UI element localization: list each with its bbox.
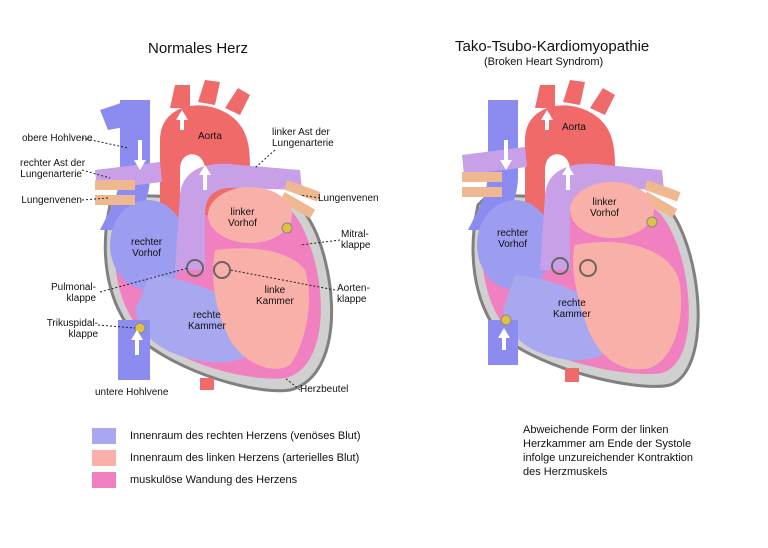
aortic-valve-left — [213, 261, 231, 279]
flow-arrows-right — [498, 110, 574, 350]
label-lungenvenen-left: Lungenvenen — [21, 195, 82, 206]
tako-tsubo-note: Abweichende Form der linken Herzkammer a… — [523, 424, 694, 478]
legend-row-venous: Innenraum des rechten Herzens (venöses B… — [92, 428, 361, 444]
label-aorta-left: Aorta — [198, 131, 222, 142]
superior-vena-cava-left — [100, 100, 150, 230]
pulmonary-valve-left — [186, 259, 204, 277]
svc-branch-left — [100, 100, 135, 130]
label-aortenklappe: Aorten-klappe — [337, 283, 370, 305]
tricuspid-valve-right — [500, 314, 512, 326]
label-pulmonalklappe: Pulmonal-klappe — [50, 282, 96, 304]
leader-lines-left — [81, 137, 341, 391]
left-atrium-right — [570, 182, 654, 238]
right-title: Tako-Tsubo-Kardiomyopathie — [455, 38, 650, 55]
descending-aorta-left — [200, 378, 214, 390]
mitral-valve-right — [646, 216, 658, 228]
label-aorta-right: Aorta — [562, 122, 586, 133]
lung-veins-right-a — [462, 172, 502, 182]
right-ventricle-right — [503, 275, 616, 361]
label-obere-hohlvene: obere Hohlvene — [22, 133, 93, 144]
aortic-valve-right — [579, 259, 597, 277]
lung-veins-right-c — [644, 180, 681, 202]
pulmonary-artery-left — [175, 163, 302, 270]
legend-swatch-venous — [92, 428, 116, 444]
label-trikuspidalklappe: Trikuspidal-klappe — [46, 318, 98, 340]
right-atrium-left — [110, 200, 186, 290]
lung-veins-right-1 — [284, 180, 321, 202]
left-ventricle-left — [213, 248, 310, 369]
lung-veins-right-d — [641, 191, 678, 218]
lung-veins-right-2 — [279, 192, 316, 219]
tako-tsubo-heart — [462, 80, 700, 388]
mitral-valve-left — [281, 222, 293, 234]
pulmonary-artery-right — [540, 163, 664, 270]
aorta-branches-right — [535, 80, 615, 115]
flow-arrows-left — [131, 110, 211, 355]
legend-row-muscle: muskulöse Wandung des Herzens — [92, 472, 297, 488]
label-untere-hohlvene: untere Hohlvene — [95, 387, 169, 398]
label-lungenvenen-right: Lungenvenen — [318, 193, 379, 204]
right-ventricle-left — [135, 275, 261, 363]
descending-aorta-right — [565, 368, 579, 382]
normal-heart — [81, 80, 341, 393]
legend-text-venous: Innenraum des rechten Herzens (venöses B… — [130, 430, 361, 442]
legend-swatch-muscle — [92, 472, 116, 488]
left-ventricle-right-ballooned — [573, 241, 682, 370]
lung-veins-right-b — [462, 187, 502, 197]
right-pulmonary-branch-right — [462, 147, 527, 175]
right-atrium-right — [477, 200, 553, 290]
label-mitralklappe: Mitral-klappe — [341, 229, 371, 251]
lung-veins-left-1 — [95, 180, 135, 190]
aorta-branches-left — [170, 80, 250, 115]
legend-swatch-arterial — [92, 450, 116, 466]
legend-text-arterial: Innenraum des linken Herzens (arterielle… — [130, 452, 360, 464]
left-atrium-left — [208, 187, 292, 243]
left-title: Normales Herz — [148, 40, 249, 57]
lung-veins-left-2 — [95, 195, 135, 205]
legend-text-muscle: muskulöse Wandung des Herzens — [130, 474, 298, 486]
legend-row-arterial: Innenraum des linken Herzens (arterielle… — [92, 450, 359, 466]
label-herzbeutel: Herzbeutel — [300, 384, 349, 395]
right-subtitle: (Broken Heart Syndrom) — [484, 56, 604, 68]
pulmonary-valve-right — [551, 257, 569, 275]
